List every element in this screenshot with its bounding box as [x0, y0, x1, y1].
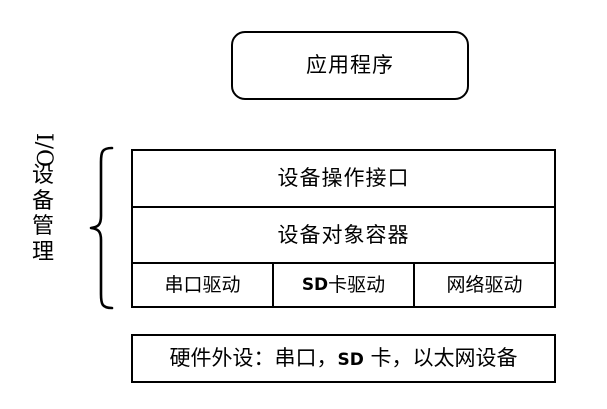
application-box-label: 应用程序: [306, 53, 394, 77]
serial-driver-label: 串口驱动: [164, 273, 241, 296]
hardware-label-part3: 卡，以太网设备: [363, 346, 518, 370]
io-device-management-label: I/O 设 备 管 理: [26, 133, 60, 309]
hardware-peripherals-box: 硬件外设：串口，SD 卡，以太网设备: [131, 334, 556, 383]
sd-card-driver-label-suffix: 卡驱动: [328, 273, 386, 296]
sd-card-driver-label-prefix: SD: [301, 274, 329, 295]
network-driver-label: 网络驱动: [446, 273, 523, 296]
stack-row-drivers: 串口驱动 SD 卡驱动 网络驱动: [133, 264, 554, 306]
hardware-label-part1: 硬件外设：串口，: [169, 346, 338, 370]
stack-row-device-object-container: 设备对象容器: [133, 208, 554, 264]
driver-cell-serial: 串口驱动: [133, 264, 274, 306]
io-label-cjk-char-2: 备: [31, 188, 54, 214]
io-label-cjk-char-1: 设: [31, 163, 54, 188]
io-label-latin: I/O: [31, 132, 57, 168]
application-box: 应用程序: [231, 31, 469, 100]
device-object-container-label: 设备对象容器: [277, 222, 410, 247]
curly-brace-icon: [89, 146, 114, 310]
io-stack-table: 设备操作接口 设备对象容器 串口驱动 SD 卡驱动 网络驱动: [131, 149, 556, 308]
device-operation-interface-label: 设备操作接口: [277, 166, 410, 190]
hardware-peripherals-label: 硬件外设：串口，SD 卡，以太网设备: [169, 348, 517, 369]
io-label-cjk-char-3: 管: [31, 214, 54, 240]
hardware-label-sd-token: SD: [337, 350, 364, 370]
driver-cell-sd-card: SD 卡驱动: [274, 264, 415, 306]
io-label-cjk-char-4: 理: [31, 239, 54, 265]
stack-row-device-operation-interface: 设备操作接口: [133, 151, 554, 208]
driver-cell-network: 网络驱动: [415, 264, 554, 306]
